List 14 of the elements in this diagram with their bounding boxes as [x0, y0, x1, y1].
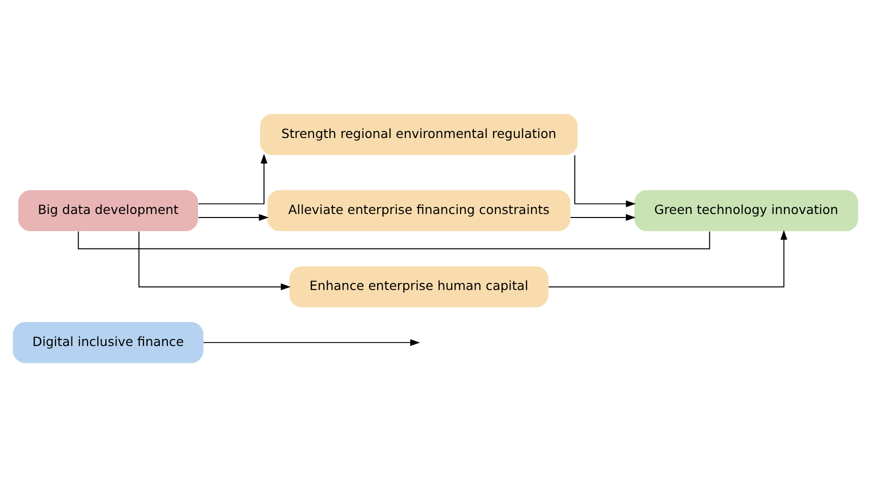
node-box: Green technology innovation	[634, 190, 858, 232]
arrow	[198, 154, 268, 204]
arrow	[138, 230, 291, 290]
arrow	[574, 154, 636, 208]
arrow	[570, 214, 636, 221]
node-box: Digital inclusive finance	[12, 322, 204, 364]
node-box: Strength regional environmental regulation	[260, 114, 578, 155]
node-box: Alleviate enterprise financing constraints	[267, 190, 570, 232]
node-box: Enhance enterprise human capital	[289, 266, 548, 308]
arrow	[203, 339, 420, 346]
node-box: Big data development	[18, 190, 198, 232]
connector	[78, 231, 710, 250]
arrow	[198, 214, 269, 221]
arrow	[548, 230, 788, 288]
